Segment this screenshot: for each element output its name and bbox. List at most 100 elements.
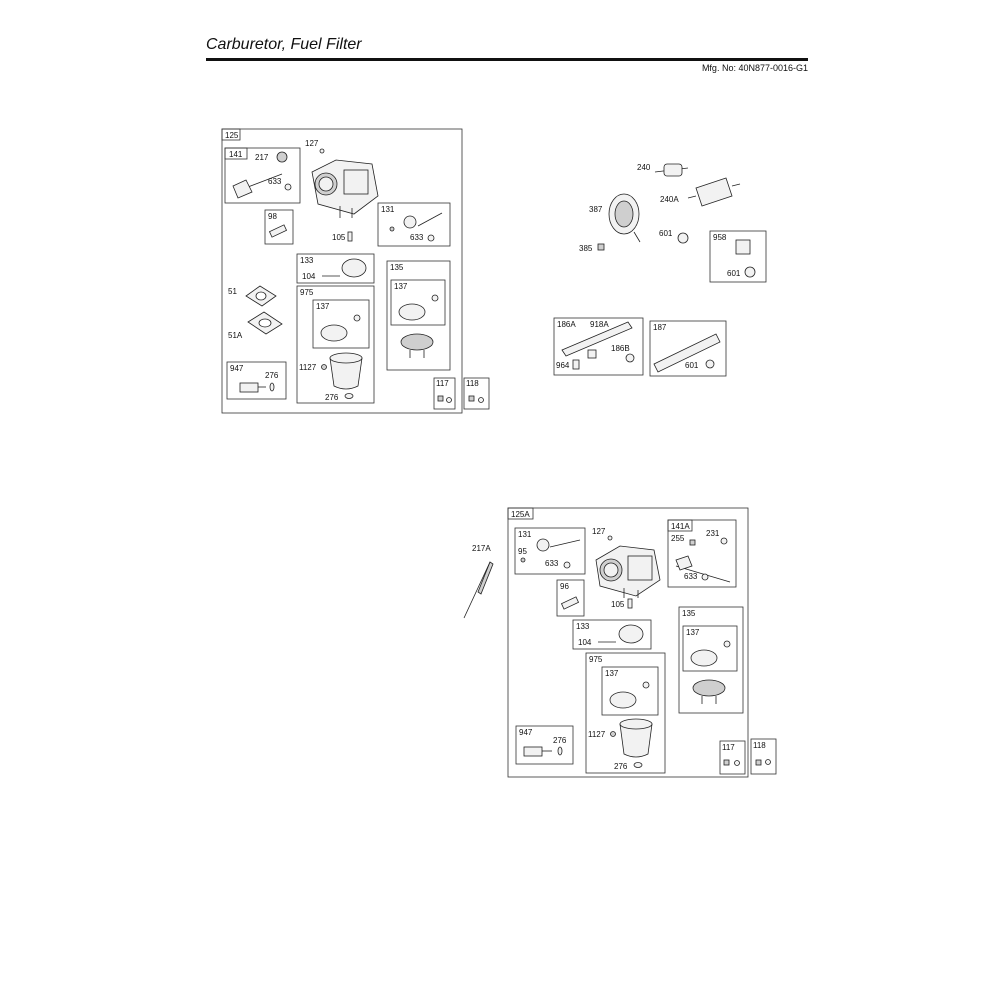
part-141A-lever <box>675 555 693 571</box>
label-51: 51 <box>228 287 237 296</box>
label-135-b: 135 <box>682 609 696 618</box>
group-125: 125 141 217 633 127 98 131 633 <box>221 128 490 414</box>
label-633-a: 633 <box>268 177 282 186</box>
group-135b-frame <box>678 606 744 714</box>
label-187: 187 <box>653 323 667 332</box>
group-958-frame <box>709 230 767 283</box>
page-title: Carburetor, Fuel Filter <box>206 36 362 53</box>
label-133: 133 <box>300 256 314 265</box>
part-633-a <box>284 183 292 191</box>
label-633-c: 633 <box>545 559 559 568</box>
group-137-a-frame <box>390 279 446 326</box>
label-217: 217 <box>255 153 269 162</box>
part-118-b-a <box>755 759 762 766</box>
part-133-b-float <box>618 624 644 644</box>
group-118-frame <box>463 377 490 410</box>
part-117-b-a <box>723 759 730 766</box>
group-125A-tag <box>507 507 534 520</box>
label-186A: 186A <box>557 320 576 329</box>
label-135: 135 <box>390 263 404 272</box>
group-137-d-frame <box>601 666 659 716</box>
label-1127-b: 1127 <box>588 730 606 739</box>
part-276-c <box>557 746 563 756</box>
group-117-frame <box>433 377 456 410</box>
group-947-frame <box>226 361 287 400</box>
group-133-frame <box>296 253 375 284</box>
label-117-b: 117 <box>722 743 735 752</box>
group-187-frame <box>649 320 727 377</box>
part-carburetor-body-b <box>595 545 661 598</box>
part-975-bowl-rim <box>329 352 363 364</box>
part-135-bowl-plate <box>400 333 434 351</box>
label-240A: 240A <box>660 195 679 204</box>
part-137-d-gasket <box>609 691 637 709</box>
part-131-shaft <box>417 212 443 227</box>
group-975-frame <box>296 285 375 404</box>
part-105-b <box>627 598 633 609</box>
part-964 <box>572 359 580 370</box>
part-117-b-b <box>734 760 740 766</box>
label-276-d: 276 <box>614 762 628 771</box>
group-141-frame <box>224 147 301 204</box>
label-137-b: 137 <box>316 302 330 311</box>
label-51A: 51A <box>228 331 243 340</box>
group-131-frame <box>377 202 451 247</box>
part-137-a-gasket <box>398 303 426 321</box>
group-137-c-frame <box>682 625 738 672</box>
label-95: 95 <box>518 547 527 556</box>
label-137-d: 137 <box>605 669 619 678</box>
label-255: 255 <box>671 534 685 543</box>
label-137-c: 137 <box>686 628 700 637</box>
part-131-screw <box>389 226 395 232</box>
part-133-float <box>341 258 367 278</box>
label-133-b: 133 <box>576 622 590 631</box>
label-975-b: 975 <box>589 655 603 664</box>
part-918A-hose <box>561 321 633 357</box>
mfg-number: Mfg. No: 40N877-0016-G1 <box>701 63 808 73</box>
group-947b-frame <box>515 725 574 765</box>
label-118: 118 <box>466 379 479 388</box>
label-131-b: 131 <box>518 530 532 539</box>
part-385 <box>597 243 605 251</box>
label-276-a: 276 <box>265 371 279 380</box>
group-125-frame <box>221 128 463 414</box>
label-131: 131 <box>381 205 395 214</box>
part-137-b-seal <box>353 314 361 322</box>
label-387: 387 <box>589 205 603 214</box>
part-95 <box>520 557 526 563</box>
label-118-b: 118 <box>753 741 766 750</box>
label-105-a: 105 <box>332 233 346 242</box>
group-975b-frame <box>585 652 666 774</box>
part-276-b <box>344 393 354 399</box>
part-186B <box>625 353 635 363</box>
part-131-b-plate <box>536 538 550 552</box>
part-947-solenoid <box>239 382 259 393</box>
part-137-d-seal <box>642 681 650 689</box>
group-118b-frame <box>750 738 777 775</box>
part-51A-hole <box>258 318 272 328</box>
group-141-tag <box>224 147 248 160</box>
part-187-hose <box>653 333 721 373</box>
group-96-frame <box>556 579 585 617</box>
label-125A: 125A <box>511 510 530 519</box>
group-125A-frame <box>507 507 749 778</box>
label-947-b: 947 <box>519 728 533 737</box>
label-105-b: 105 <box>611 600 625 609</box>
label-601-c: 601 <box>685 361 699 370</box>
part-633-c <box>563 561 571 569</box>
label-633-b: 633 <box>410 233 424 242</box>
part-217A-spring <box>477 561 494 595</box>
label-141A: 141A <box>671 522 690 531</box>
label-276-b: 276 <box>325 393 339 402</box>
part-217A-rod <box>463 561 491 619</box>
group-125-tag <box>221 128 241 141</box>
label-947: 947 <box>230 364 244 373</box>
part-276-d <box>633 762 643 768</box>
part-217 <box>276 151 288 163</box>
label-601-b: 601 <box>727 269 741 278</box>
title-rule <box>206 58 808 61</box>
part-96 <box>560 596 580 610</box>
part-118-b <box>478 397 484 403</box>
group-141A-tag <box>667 519 693 532</box>
label-918A: 918A <box>590 320 609 329</box>
